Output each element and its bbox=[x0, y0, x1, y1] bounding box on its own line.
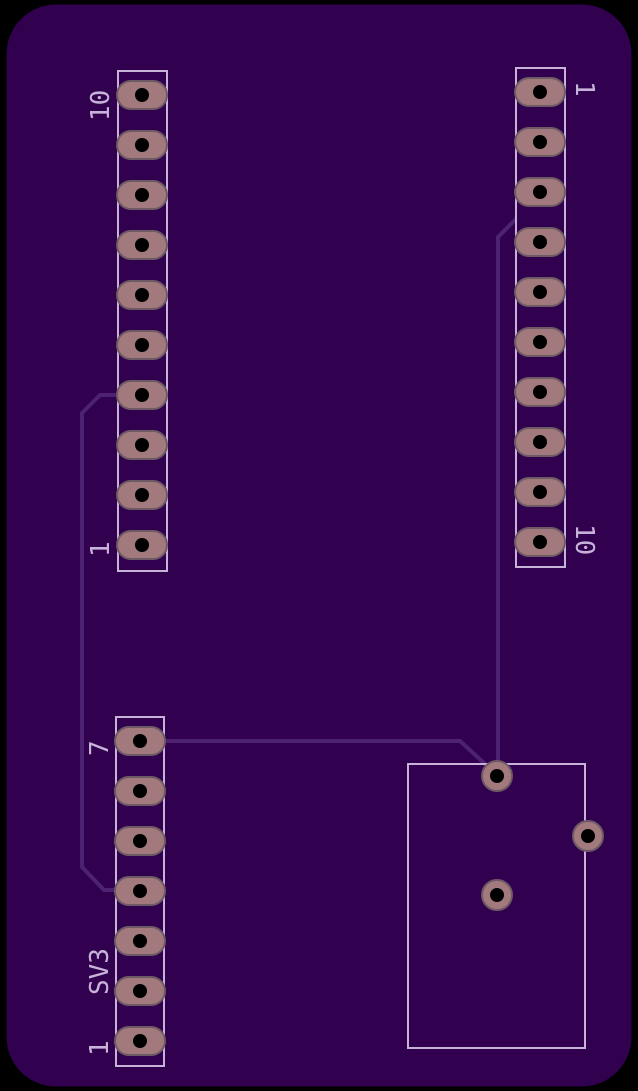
header-pin-pad bbox=[514, 127, 566, 157]
header-pin-pad bbox=[116, 130, 168, 160]
pin-label-last: 7 bbox=[85, 740, 115, 756]
through-hole-pad bbox=[481, 760, 513, 792]
trace-left-header-to-sv3 bbox=[80, 393, 118, 892]
through-hole-pad bbox=[481, 879, 513, 911]
trace-right-header-to-component bbox=[496, 217, 518, 775]
header-pin-pad bbox=[114, 1026, 166, 1056]
header-pin-pad bbox=[514, 277, 566, 307]
component-label: SV3 bbox=[85, 948, 115, 995]
pin-label-first: 1 bbox=[85, 1040, 115, 1056]
pad-row bbox=[514, 77, 566, 557]
header-pin-pad bbox=[514, 77, 566, 107]
header-pin-pad bbox=[514, 377, 566, 407]
header-sv3: SV3 1 7 bbox=[85, 716, 166, 1067]
header-pin-pad bbox=[116, 330, 168, 360]
header-pin-pad bbox=[114, 876, 166, 906]
pin-label-first: 1 bbox=[86, 541, 116, 557]
header-pin-pad bbox=[114, 726, 166, 756]
through-hole-pad bbox=[572, 820, 604, 852]
pad-row bbox=[114, 726, 166, 1056]
header-pin-pad bbox=[116, 230, 168, 260]
pin-label-first: 1 bbox=[569, 81, 599, 97]
header-pin-pad bbox=[114, 776, 166, 806]
header-pin-pad bbox=[114, 976, 166, 1006]
pad-row bbox=[116, 80, 168, 560]
header-pin-pad bbox=[514, 227, 566, 257]
header-pin-pad bbox=[114, 926, 166, 956]
header-pin-pad bbox=[514, 427, 566, 457]
header-pin-pad bbox=[514, 177, 566, 207]
header-pin-pad bbox=[514, 527, 566, 557]
header-outline bbox=[117, 70, 168, 572]
header-pin-pad bbox=[114, 826, 166, 856]
header-pin-pad bbox=[116, 80, 168, 110]
header-outline bbox=[515, 67, 566, 568]
header-pin-pad bbox=[116, 380, 168, 410]
header-right-top: 1 10 bbox=[514, 67, 599, 568]
header-pin-pad bbox=[116, 480, 168, 510]
header-pin-pad bbox=[116, 430, 168, 460]
pin-label-last: 10 bbox=[86, 90, 116, 121]
header-left-top: 1 10 bbox=[86, 70, 168, 572]
component-three-pin bbox=[407, 760, 604, 1049]
header-pin-pad bbox=[514, 477, 566, 507]
header-pin-pad bbox=[116, 530, 168, 560]
header-pin-pad bbox=[514, 327, 566, 357]
pin-label-last: 10 bbox=[569, 524, 599, 555]
header-pin-pad bbox=[116, 180, 168, 210]
header-pin-pad bbox=[116, 280, 168, 310]
